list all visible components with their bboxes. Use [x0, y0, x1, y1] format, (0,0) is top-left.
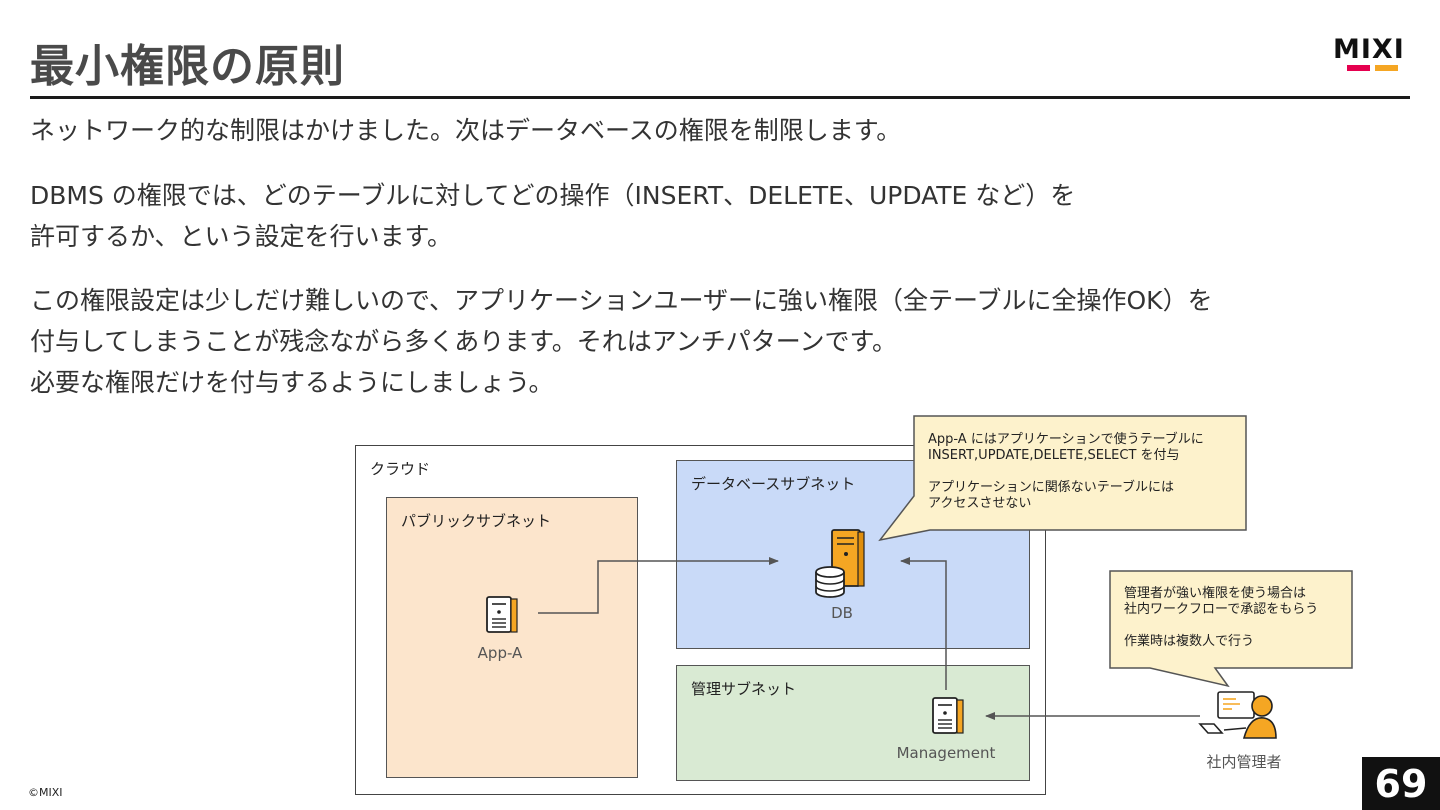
- logo-text: MIXI: [1333, 34, 1405, 65]
- admin-callout-bubble: [1109, 570, 1353, 688]
- mgmt-subnet-box: 管理サブネット: [676, 665, 1030, 781]
- admin-callout-text: 管理者が強い権限を使う場合は 社内ワークフローで承認をもらう 作業時は複数人で行…: [1124, 586, 1318, 650]
- copyright-text: ©MIXI: [28, 786, 63, 799]
- callout-line: 管理者が強い権限を使う場合は: [1124, 586, 1307, 601]
- logo-bars: [1333, 65, 1411, 73]
- paragraph-line: 必要な権限だけを付与するようにしましょう。: [30, 368, 554, 397]
- administrator-person-icon: [1198, 691, 1277, 739]
- callout-line: アクセスさせない: [928, 496, 1032, 511]
- callout-line: INSERT,UPDATE,DELETE,SELECT を付与: [928, 448, 1180, 463]
- mixi-logo: MIXI: [1333, 36, 1411, 73]
- paragraph-line: 付与してしまうことが残念ながら多くあります。それはアンチパターンです。: [30, 327, 898, 356]
- logo-bar-orange: [1375, 65, 1398, 71]
- db-callout-bubble: [878, 415, 1247, 542]
- paragraph-line: この権限設定は少しだけ難しいので、アプリケーションユーザーに強い権限（全テーブル…: [30, 286, 1213, 315]
- admin-label: 社内管理者: [1206, 753, 1282, 771]
- title-divider: [30, 96, 1410, 99]
- page-number: 69: [1362, 757, 1440, 810]
- arrow-app-to-db: [538, 557, 779, 614]
- app-a-label: App-A: [477, 644, 523, 662]
- callout-line: 作業時は複数人で行う: [1124, 634, 1255, 649]
- paragraph-dbms: DBMS の権限では、どのテーブルに対してどの操作（INSERT、DELETE、…: [30, 175, 1075, 257]
- public-subnet-label: パブリックサブネット: [401, 512, 552, 530]
- logo-bar-magenta: [1347, 65, 1370, 71]
- callout-line: アプリケーションに関係ないテーブルには: [928, 480, 1174, 495]
- app-server-icon: [486, 596, 518, 633]
- arrow-mgmt-to-db: [900, 557, 947, 690]
- db-subnet-label: データベースサブネット: [691, 475, 856, 493]
- callout-line: App-A にはアプリケーションで使うテーブルに: [928, 432, 1204, 447]
- callout-line-blank: [928, 464, 1204, 480]
- database-cylinder-icon: [815, 566, 845, 598]
- paragraph-network: ネットワーク的な制限はかけました。次はデータベースの権限を制限します。: [30, 110, 901, 151]
- paragraph-line: DBMS の権限では、どのテーブルに対してどの操作（INSERT、DELETE、…: [30, 181, 1076, 210]
- cloud-label: クラウド: [370, 460, 431, 478]
- callout-line: 社内ワークフローで承認をもらう: [1124, 602, 1319, 617]
- paragraph-antipattern: この権限設定は少しだけ難しいので、アプリケーションユーザーに強い権限（全テーブル…: [30, 280, 1213, 403]
- management-label: Management: [896, 744, 996, 762]
- page-title: 最小権限の原則: [30, 41, 345, 92]
- db-label: DB: [831, 604, 853, 622]
- paragraph-line: 許可するか、という設定を行います。: [30, 222, 453, 251]
- public-subnet-box: パブリックサブネット: [386, 497, 638, 778]
- mgmt-subnet-label: 管理サブネット: [691, 680, 797, 698]
- paragraph-line: ネットワーク的な制限はかけました。次はデータベースの権限を制限します。: [30, 116, 902, 145]
- management-server-icon: [932, 697, 964, 734]
- callout-line-blank: [1124, 618, 1318, 634]
- db-callout-text: App-A にはアプリケーションで使うテーブルに INSERT,UPDATE,D…: [928, 432, 1204, 512]
